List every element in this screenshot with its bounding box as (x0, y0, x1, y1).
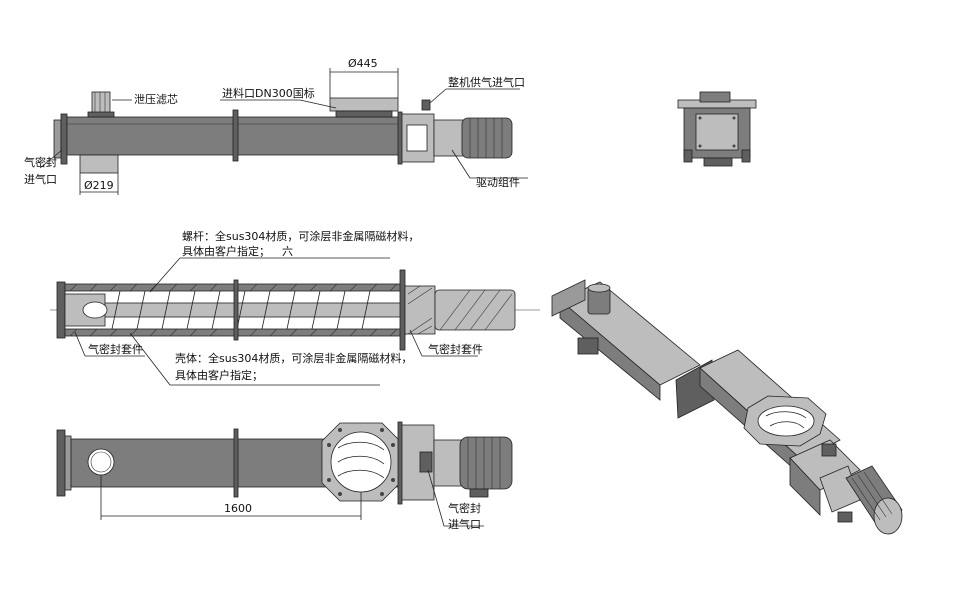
label-seal-kit-right: 气密封套件 (428, 342, 483, 356)
plan-outlet-hole (87, 448, 115, 476)
label-pressure-filter: 泄压滤芯 (134, 92, 178, 106)
label-bottom-seal-2: 进气口 (448, 517, 481, 531)
label-shell-note-1: 壳体：全sus304材质，可涂层非金属隔磁材料， (175, 351, 412, 365)
dim-inlet-diameter: Ø445 (348, 57, 378, 70)
plan-motor-adapter (433, 439, 463, 487)
iso-outlet (577, 337, 599, 355)
mid-flange (232, 109, 239, 162)
section-bearing-housing (404, 285, 436, 335)
top-view: Ø445 Ø219 泄压滤芯 进料口DN300国标 整机供气进气口 气密封 进气… (24, 57, 528, 195)
label-shell-note-2: 具体由客户指定； (175, 368, 263, 382)
screw-shaft (79, 302, 406, 318)
label-inlet-dn300: 进料口DN300国标 (222, 86, 315, 100)
left-end-flange-2 (60, 113, 68, 165)
motor (433, 119, 465, 157)
section-view: 螺杆：全sus304材质，可涂层非金属隔磁材料， 具体由客户指定； 六 气密封套… (50, 229, 540, 386)
bottom-view: 1600 气密封 进气口 (56, 421, 513, 531)
end-outlet (703, 157, 733, 167)
label-screw-note-mark: 六 (282, 245, 293, 258)
section-drive-housing (399, 269, 406, 351)
iso-air-fitting (821, 443, 837, 457)
label-screw-note-1: 螺杆：全sus304材质，可涂层非金属隔磁材料， (182, 229, 419, 243)
dim-length: 1600 (224, 502, 252, 515)
label-machine-air-inlet: 整机供气进气口 (448, 75, 525, 89)
section-left-flange (56, 281, 66, 339)
plan-air-fitting (419, 451, 433, 473)
plan-left-flange (56, 429, 66, 497)
end-access-plate (695, 113, 739, 151)
iso-motor-endcap (873, 497, 903, 535)
label-seal-inlet-2: 进气口 (24, 172, 57, 186)
label-seal-inlet-1: 气密封 (24, 155, 57, 169)
plan-mid-flange (233, 428, 239, 498)
outlet-pipe (79, 154, 119, 174)
plan-left-flange-2 (64, 435, 72, 491)
dim-outlet-diameter: Ø219 (84, 179, 114, 192)
label-seal-kit-left: 气密封套件 (88, 342, 143, 356)
air-inlet-valve (421, 99, 431, 111)
left-end-flange (53, 119, 62, 159)
iso-inlet-opening (757, 405, 815, 437)
label-bottom-seal-1: 气密封 (448, 501, 481, 515)
inlet-hopper (329, 97, 399, 112)
motor-body (461, 117, 513, 159)
section-mid-flange (233, 279, 239, 341)
end-view (677, 91, 757, 167)
isometric-view (551, 279, 903, 535)
plan-screw-flight (337, 441, 385, 479)
label-drive-assembly: 驱动组件 (476, 175, 520, 189)
section-motor (434, 289, 516, 331)
label-screw-note-2: 具体由客户指定； (182, 244, 270, 258)
